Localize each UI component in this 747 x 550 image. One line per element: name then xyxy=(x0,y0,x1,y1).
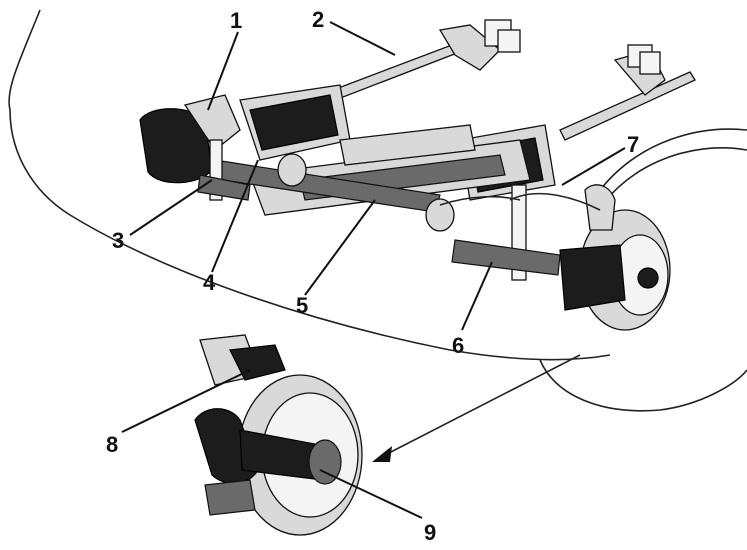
leader-8 xyxy=(121,369,251,433)
leader-lines xyxy=(121,21,626,519)
drive-shaft xyxy=(209,153,455,232)
detail-hub-assembly xyxy=(194,334,363,536)
leader-3 xyxy=(129,179,213,236)
leader-4 xyxy=(211,159,259,273)
anti-roll-bar xyxy=(439,192,601,211)
detail-pointer-arrow xyxy=(372,354,581,462)
callout-labels: 1 2 3 4 5 6 7 8 9 xyxy=(106,7,639,545)
callout-5: 5 xyxy=(296,293,308,318)
callout-9: 9 xyxy=(424,520,436,545)
callout-1: 1 xyxy=(230,8,242,33)
leader-2 xyxy=(329,21,396,56)
leader-9 xyxy=(319,469,423,519)
leader-5 xyxy=(304,199,376,296)
callout-6: 6 xyxy=(452,333,464,358)
callout-3: 3 xyxy=(112,228,124,253)
leader-1 xyxy=(207,31,239,111)
callout-4: 4 xyxy=(203,270,216,295)
upper-tie-rod xyxy=(319,19,696,141)
right-hub-assembly xyxy=(451,184,671,331)
callout-7: 7 xyxy=(627,132,639,157)
leader-7 xyxy=(561,147,626,186)
left-hub-assembly xyxy=(139,94,251,201)
leader-6 xyxy=(461,261,493,331)
car-body-outline xyxy=(8,9,747,412)
callout-2: 2 xyxy=(312,7,324,32)
callout-8: 8 xyxy=(106,432,118,457)
